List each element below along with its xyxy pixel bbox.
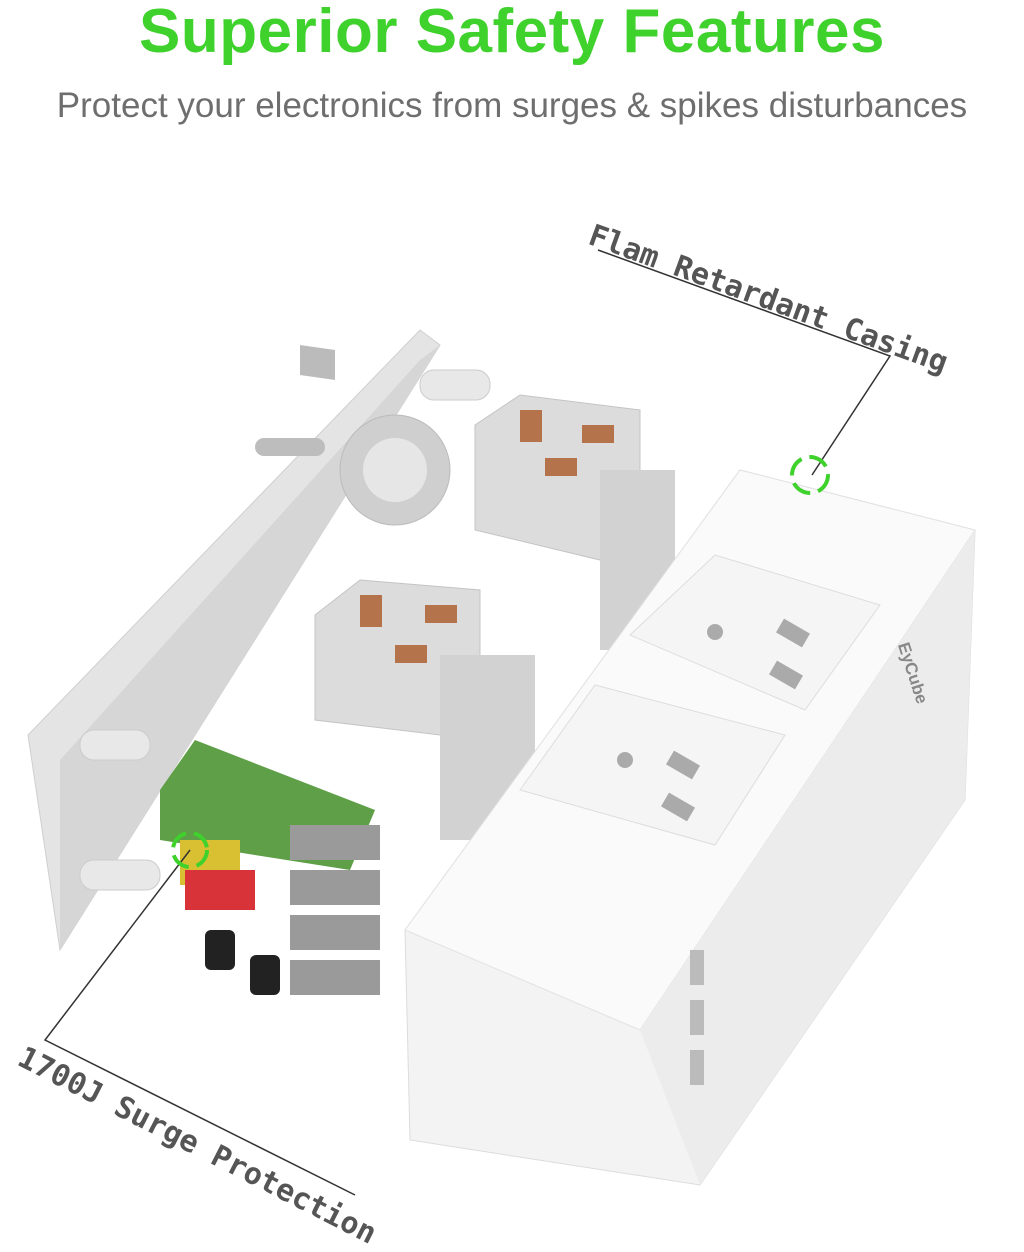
callout-casing-marker [597, 249, 892, 495]
callout-surge-marker [43, 831, 356, 1196]
page-title: Superior Safety Features [139, 0, 885, 66]
circuit-board [160, 740, 380, 995]
power-strip-housing [404, 469, 976, 1186]
page-subtitle: Protect your electronics from surges & s… [56, 86, 968, 125]
outlet-module [314, 579, 535, 840]
back-plate [27, 329, 491, 952]
